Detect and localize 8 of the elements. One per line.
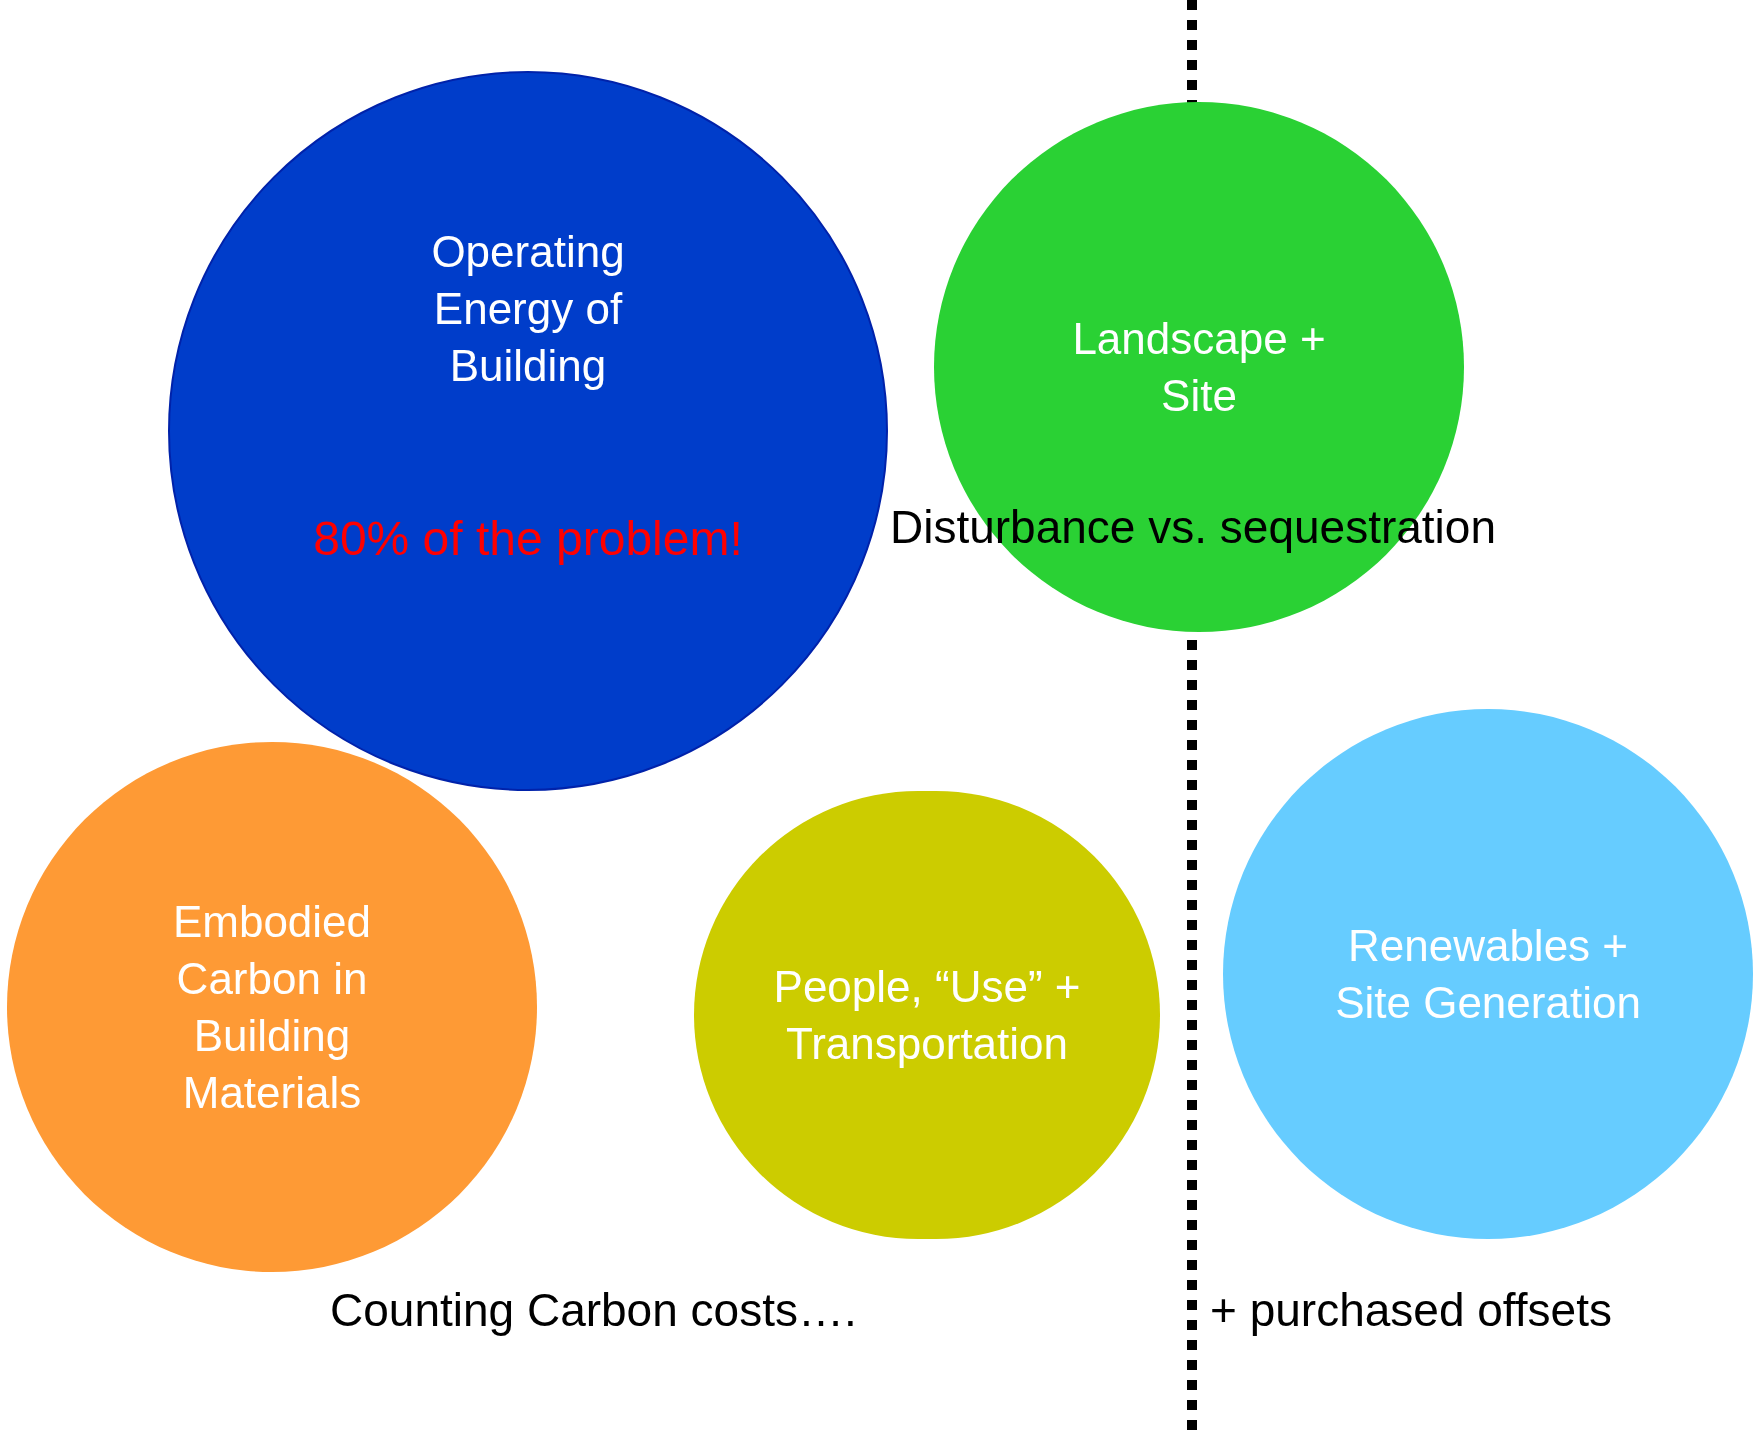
circle-label: Landscape + Site (1071, 312, 1327, 422)
circle-label: Embodied Carbon in Building Materials (171, 895, 373, 1120)
circle-label: People, “Use” + Transportation (772, 960, 1082, 1070)
circle-label: Operating Energy of Building (430, 226, 626, 393)
highlight-note: 80% of the problem! (313, 510, 743, 567)
circle-label: Renewables + Site Generation (1334, 919, 1642, 1029)
note-text: Counting Carbon costs…. (330, 1283, 857, 1338)
note-text: + purchased offsets (1210, 1283, 1612, 1338)
